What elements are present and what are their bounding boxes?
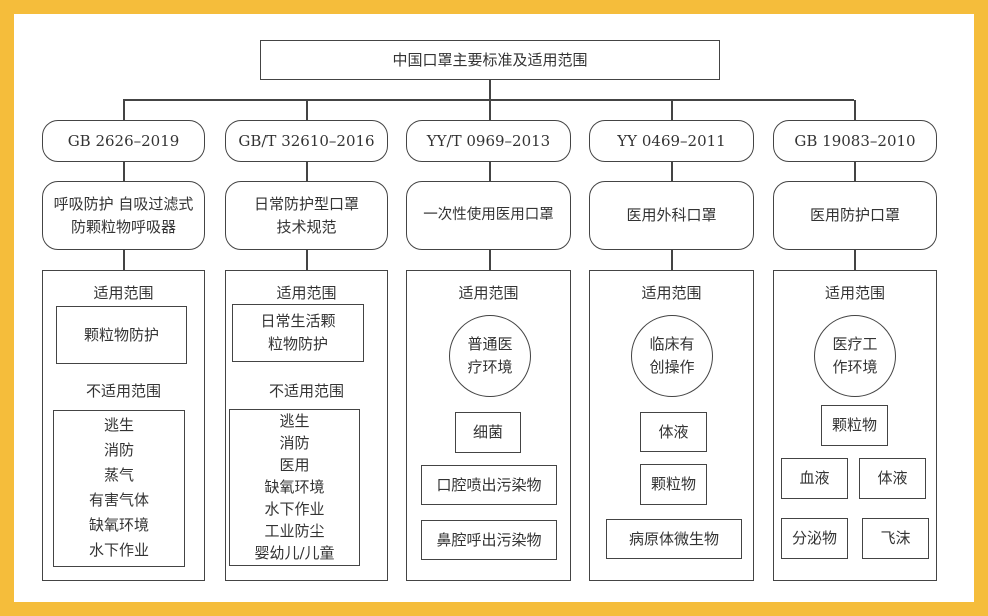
standard-gb19083: GB 19083–2010 — [773, 120, 937, 162]
connector — [489, 250, 491, 270]
standard-gb2626: GB 2626–2019 — [42, 120, 205, 162]
not-scope-item: 有害气体 — [88, 491, 149, 509]
connector — [123, 250, 125, 270]
environment-circle: 临床有创操作 — [631, 315, 713, 397]
scope-item: 体液 — [859, 458, 926, 499]
connector — [671, 250, 673, 270]
not-scope-list: 逃生 消防 医用 缺氧环境 水下作业 工业防尘 婴幼儿/儿童 — [229, 409, 360, 566]
connector — [854, 100, 856, 120]
scope-item: 分泌物 — [781, 518, 848, 559]
connector — [489, 80, 491, 100]
connector — [123, 99, 854, 101]
scope-item: 颗粒物防护 — [56, 306, 187, 364]
scope-item: 血液 — [781, 458, 848, 499]
name-gb2626: 呼吸防护 自吸过滤式防颗粒物呼吸器 — [42, 181, 205, 250]
diagram-title: 中国口罩主要标准及适用范围 — [260, 40, 720, 80]
name-gb19083: 医用防护口罩 — [773, 181, 937, 250]
scope-item: 体液 — [640, 412, 707, 452]
not-scope-item: 水下作业 — [264, 500, 325, 518]
scope-label: 适用范围 — [93, 284, 154, 302]
standard-yy0469: YY 0469–2011 — [589, 120, 754, 162]
not-scope-label: 不适用范围 — [268, 382, 344, 400]
connector — [489, 162, 491, 181]
scope-label: 适用范围 — [458, 284, 519, 302]
not-scope-item: 缺氧环境 — [88, 516, 149, 534]
connector — [671, 162, 673, 181]
connector — [671, 100, 673, 120]
connector — [306, 250, 308, 270]
not-scope-label: 不适用范围 — [85, 382, 161, 400]
scope-item: 颗粒物 — [821, 405, 888, 446]
scope-item: 细菌 — [455, 412, 521, 453]
standard-yyt0969: YY/T 0969–2013 — [406, 120, 571, 162]
not-scope-item: 蒸气 — [103, 466, 134, 484]
connector — [306, 162, 308, 181]
scope-item: 口腔喷出污染物 — [421, 465, 557, 505]
connector — [489, 100, 491, 120]
scope-item: 鼻腔呼出污染物 — [421, 520, 557, 560]
name-yy0469: 医用外科口罩 — [589, 181, 754, 250]
not-scope-item: 缺氧环境 — [264, 478, 325, 496]
scope-item: 病原体微生物 — [606, 519, 742, 559]
not-scope-list: 逃生 消防 蒸气 有害气体 缺氧环境 水下作业 — [53, 410, 185, 567]
scope-item: 飞沫 — [862, 518, 929, 559]
not-scope-item: 消防 — [103, 441, 134, 459]
scope-label: 适用范围 — [276, 284, 337, 302]
not-scope-item: 医用 — [279, 456, 310, 474]
not-scope-item: 逃生 — [279, 412, 310, 430]
name-gbt32610: 日常防护型口罩技术规范 — [225, 181, 388, 250]
connector — [123, 162, 125, 181]
connector — [854, 250, 856, 270]
environment-circle: 医疗工作环境 — [814, 315, 896, 397]
connector — [123, 100, 125, 120]
not-scope-item: 消防 — [279, 434, 310, 452]
not-scope-item: 工业防尘 — [264, 522, 325, 540]
connector — [306, 100, 308, 120]
not-scope-item: 婴幼儿/儿童 — [254, 544, 335, 562]
standard-gbt32610: GB/T 32610–2016 — [225, 120, 388, 162]
connector — [854, 162, 856, 181]
scope-item: 颗粒物 — [640, 464, 707, 505]
scope-label: 适用范围 — [824, 284, 885, 302]
not-scope-item: 水下作业 — [88, 541, 149, 559]
environment-circle: 普通医疗环境 — [449, 315, 531, 397]
scope-label: 适用范围 — [641, 284, 702, 302]
name-yyt0969: 一次性使用医用口罩 — [406, 181, 571, 250]
scope-item: 日常生活颗粒物防护 — [232, 304, 364, 362]
not-scope-item: 逃生 — [103, 416, 134, 434]
